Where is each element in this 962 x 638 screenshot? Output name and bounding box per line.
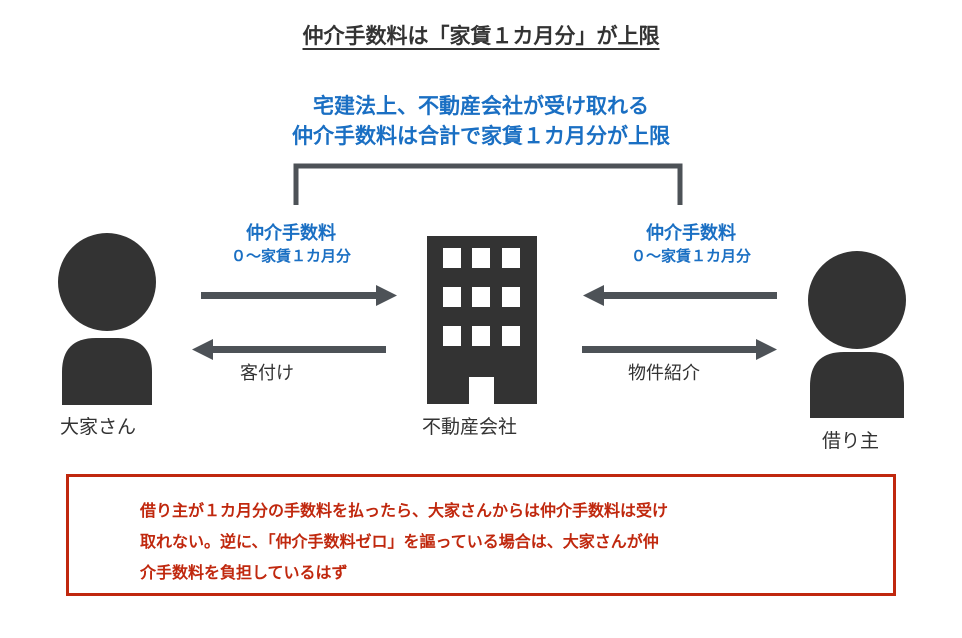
note-line3: 介手数料を負担しているはず	[140, 563, 348, 582]
arrow-company-to-tenant	[582, 339, 777, 360]
tenant-placement-label: 客付け	[240, 363, 294, 384]
note-text: 借り主が１カ月分の手数料を払ったら、大家さんからは仲介手数料は受け 取れない。逆…	[140, 495, 860, 588]
company-label: 不動産会社	[422, 416, 518, 438]
right-fee-block: 仲介手数料 ０〜家賃１カ月分	[596, 222, 786, 266]
building-icon	[427, 236, 537, 404]
limit-bracket	[293, 163, 683, 205]
upper-limit-note: 宅建法上、不動産会社が受け取れる 仲介手数料は合計で家賃１カ月分が上限	[0, 91, 962, 151]
arrow-landlord-to-company	[201, 285, 397, 306]
tenant-label: 借り主	[822, 430, 880, 452]
arrow-company-to-landlord	[192, 339, 386, 360]
landlord-person-icon	[58, 233, 156, 405]
right-fee-label: 仲介手数料	[646, 223, 736, 244]
upper-limit-note-line1: 宅建法上、不動産会社が受け取れる	[313, 94, 649, 118]
property-introduction-label: 物件紹介	[628, 363, 700, 384]
upper-limit-note-line2: 仲介手数料は合計で家賃１カ月分が上限	[292, 124, 670, 148]
tenant-person-icon	[808, 251, 906, 418]
note-line1: 借り主が１カ月分の手数料を払ったら、大家さんからは仲介手数料は受け	[140, 501, 669, 520]
note-line2: 取れない。逆に、「仲介手数料ゼロ」を謳っている場合は、大家さんが仲	[140, 532, 659, 551]
left-fee-block: 仲介手数料 ０〜家賃１カ月分	[196, 222, 386, 266]
left-fee-label: 仲介手数料	[246, 223, 336, 244]
arrow-tenant-to-company	[583, 285, 777, 306]
note-box: 借り主が１カ月分の手数料を払ったら、大家さんからは仲介手数料は受け 取れない。逆…	[66, 474, 896, 596]
right-fee-range: ０〜家賃１カ月分	[630, 247, 751, 265]
page-title: 仲介手数料は「家賃１カ月分」が上限	[302, 24, 660, 48]
left-fee-range: ０〜家賃１カ月分	[230, 247, 351, 265]
landlord-label: 大家さん	[60, 416, 137, 438]
